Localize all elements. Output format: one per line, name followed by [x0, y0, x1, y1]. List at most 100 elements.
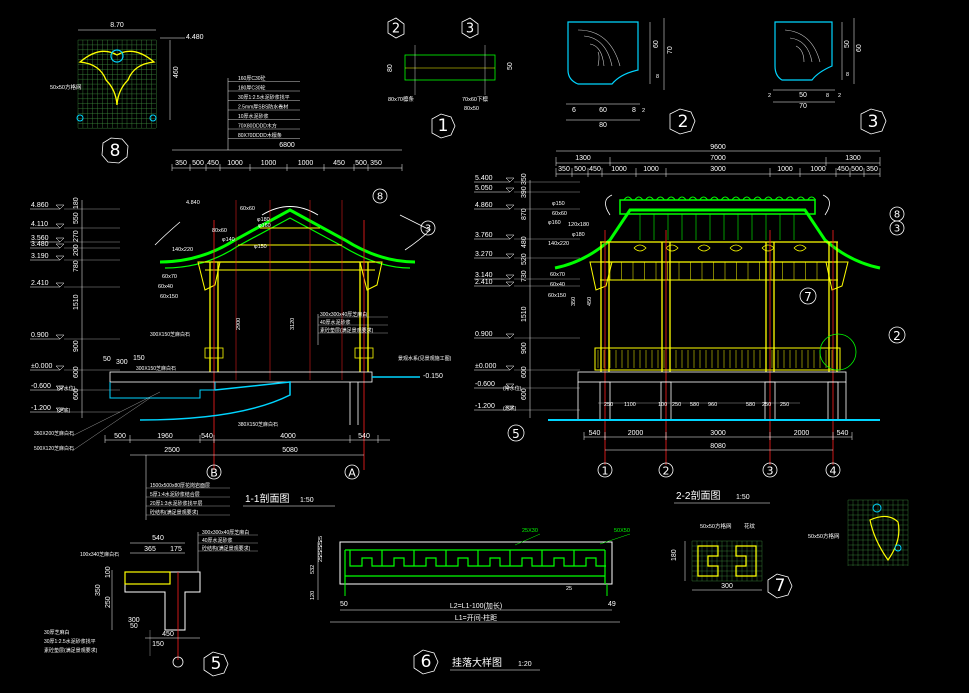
section2-vdim-2: 870: [521, 208, 528, 220]
section2-bottom-total: 8080: [710, 443, 726, 450]
section2-top-dim2-9: 500: [851, 166, 863, 173]
detail6-scale: 1:20: [518, 661, 532, 668]
section1-vdim-1: 550: [73, 212, 80, 224]
section2-title: 2-2剖面图: [676, 489, 720, 502]
detail7-label: 50x50方格网: [700, 522, 732, 530]
beam-outline: [404, 54, 496, 81]
section1-roof-tiles: [159, 208, 416, 264]
section1-vdim-2: 270: [73, 230, 80, 242]
section2-scale: 1:50: [736, 494, 750, 501]
section1-vdim-6: 900: [73, 340, 80, 352]
callout-2: 2: [678, 112, 689, 132]
section2-top-dim1-1: 7000: [710, 155, 726, 162]
section1-roof-note-2: 30厚1:2.5水泥砂浆找平: [238, 94, 290, 101]
section1-roof-note-0: 160厚C30砼: [238, 75, 266, 82]
section2-top-dim2-2: 450: [589, 166, 601, 173]
detail8-grid-label: 50x50方格网: [50, 83, 82, 91]
detail6-dim-49: 49: [608, 601, 616, 608]
detail5-vdim-2: 250: [105, 596, 112, 608]
section2-member-4: φ180: [572, 232, 585, 238]
section1-top-dim-7: 500: [355, 160, 367, 167]
section1-member-5: φ140: [222, 237, 235, 243]
section2-member-3: 120x180: [568, 222, 589, 228]
section1-member-1: 60x60: [240, 206, 255, 212]
detail5-bottom-450: 450: [162, 631, 174, 638]
detail-3-profile: 50 70 2 8 50 60 8 2 3: [768, 18, 887, 135]
section1-small-dim-0: 50: [103, 356, 111, 363]
section2-axis-2: 2: [663, 465, 670, 478]
section2-vdim-6: 1510: [521, 306, 528, 322]
section1-elev-1: 4.110: [31, 221, 48, 228]
section1-top-dim-5: 1000: [298, 160, 314, 167]
detail6-vdim-0: 120: [310, 591, 316, 600]
section2-elevations: 5.4005.0504.8603.7603.2703.1402.4100.900…: [474, 175, 580, 412]
detail5-vdim-4: 50: [130, 623, 138, 630]
section1-axis-b-label: B: [210, 467, 218, 480]
section1-vdim-4: 780: [73, 260, 80, 272]
detail1-left-dim: 80: [387, 64, 394, 72]
detail2-d60: 60: [653, 40, 660, 48]
detail5-note-right-1: 40厚水泥砂浆: [202, 537, 233, 544]
section1-foundation-note-2: 20厚1:3水泥砂浆找平层: [150, 500, 203, 507]
detail5-vdim-3: 300: [128, 617, 140, 624]
section2-elev-5: 3.140: [475, 272, 493, 279]
section2-member-9: 350: [571, 297, 577, 306]
detail1-right-note-2: 80x50: [464, 106, 479, 112]
section2-inner-dim-8: 250: [780, 402, 789, 408]
detail6-vdim-2: 25: [318, 556, 324, 562]
detail3-side-2: 2: [768, 93, 771, 99]
section2-vdim-0: 350: [521, 173, 528, 185]
section2-elev-note-1: (池底): [503, 405, 517, 412]
section2-top-dim2-8: 450: [837, 166, 849, 173]
section1-top-dim-3: 1000: [227, 160, 243, 167]
detail6-bottom-label-1: L2=L1-100(加长): [450, 601, 502, 610]
section2-inner-dim-0: 250: [604, 402, 613, 408]
section2-vdim-1: 390: [521, 186, 528, 198]
section2-member-0: φ150: [552, 201, 565, 207]
detail-8-ornament: 8.70 4.480 460 50x50方格网 8: [50, 22, 204, 164]
section2-inner-dim-3: 250: [672, 402, 681, 408]
section1-top-dim-4: 1000: [261, 160, 277, 167]
section2-elev-4: 3.270: [475, 251, 493, 258]
section2-callout-5: 5: [512, 427, 520, 441]
detail3-d60: 60: [856, 44, 863, 52]
section2-bottom-dim-3: 2000: [794, 430, 810, 437]
callout-2-small: 2: [392, 22, 400, 37]
section1-top-dim-6: 450: [333, 160, 345, 167]
section1-member-12: 3120: [290, 318, 296, 330]
ornament-knob-left: [76, 114, 84, 122]
section2-top-dim2-5: 3000: [710, 166, 726, 173]
section1-low-note: 380X150芝麻白石: [238, 421, 278, 428]
section1-foundation-notes: 1500x500x80厚花岗岩面层5厚1:4水泥砂浆结合层20厚1:3水泥砂浆找…: [145, 455, 230, 520]
section2-inner-dim-1: 1100: [624, 402, 636, 408]
detail5-vdim-1: 100: [105, 566, 112, 578]
section2-elev-7: 0.900: [475, 331, 493, 338]
section-1-1: 160厚C30砼180厚C30砼30厚1:2.5水泥砂浆找平2.5mm厚SBS防…: [30, 75, 452, 520]
detail5-bottom-note-1: 30厚1:2.5水泥砂浆找平: [44, 638, 96, 645]
section1-right-note: 景观水系(见景观施工图): [398, 355, 452, 362]
detail3-bottom-70: 70: [799, 103, 807, 110]
section2-inner-dim-6: 580: [746, 402, 755, 408]
detail6-vdim-5: 25: [318, 541, 324, 547]
section2-member-7: 60x40: [550, 282, 565, 288]
section1-bottom-dim-1: 1960: [157, 433, 173, 440]
section2-elev-1: 5.050: [475, 185, 493, 192]
detail7-pattern: [697, 545, 757, 577]
section2-roof: [554, 208, 881, 270]
section1-bottom-dim-3: 4000: [280, 433, 296, 440]
detail2-bottom-80: 80: [599, 122, 607, 129]
section2-member-5: 140x220: [548, 241, 569, 247]
